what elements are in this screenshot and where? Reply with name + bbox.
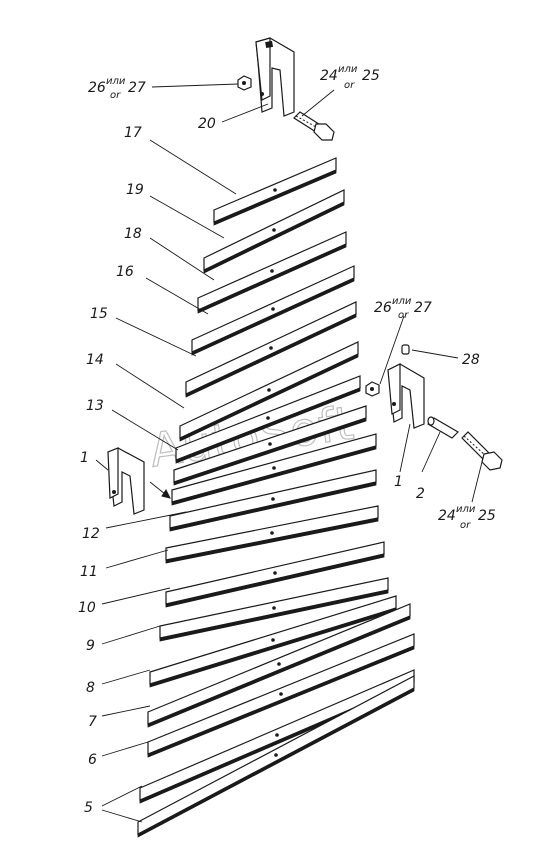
- leaf-6-center-hole: [279, 692, 283, 696]
- leaf-11-center-hole: [270, 531, 274, 535]
- label-1-right: 1: [394, 474, 403, 490]
- compound-label-bottom: 24 или or 25: [438, 504, 496, 531]
- leaf-7-center-hole: [277, 662, 281, 666]
- pin-28: [401, 344, 410, 355]
- label-9: 9: [86, 638, 95, 654]
- leaf-16-center-hole: [271, 307, 275, 311]
- leaf-12-edge: [169, 481, 377, 532]
- label-1-left: 1: [80, 450, 89, 466]
- leaf-18-edge: [197, 243, 347, 314]
- label-10: 10: [78, 600, 96, 616]
- leaf-15-edge: [185, 313, 357, 398]
- label-20: 20: [198, 116, 216, 132]
- leaf-19-center-hole: [272, 228, 276, 232]
- leaf-9-center-hole: [272, 606, 276, 610]
- leaf-12-center-hole: [271, 497, 275, 501]
- leaf-15-center-hole: [269, 346, 273, 350]
- label-15: 15: [90, 306, 108, 322]
- leaf-18-center-hole: [270, 269, 274, 273]
- leaf-14b-center-hole: [266, 416, 270, 420]
- nut-mid: [365, 381, 380, 397]
- sleeve: [427, 416, 459, 439]
- compound-label-mid: 26 или or 27: [374, 296, 432, 321]
- label-19: 19: [126, 182, 144, 198]
- leaf-13a-center-hole: [268, 442, 272, 446]
- compound-mid-ili: или: [392, 296, 412, 307]
- label-16: 16: [116, 264, 134, 280]
- label-28: 28: [462, 352, 480, 368]
- label-12: 12: [82, 526, 100, 542]
- compound-bottom-b: 25: [478, 508, 496, 524]
- compound-label-top-right: 24 или or 25: [320, 64, 380, 91]
- leaf-14a-center-hole: [267, 388, 271, 392]
- label-14: 14: [86, 352, 104, 368]
- compound-top-left-or: or: [110, 90, 121, 101]
- leaf-5b-center-hole: [274, 753, 278, 757]
- compound-mid-b: 27: [414, 300, 432, 316]
- leaf-17-center-hole: [273, 188, 277, 192]
- compound-top-left-a: 26: [88, 80, 106, 96]
- compound-mid-or: or: [398, 310, 409, 321]
- compound-top-right-b: 25: [362, 68, 380, 84]
- leaf-10-center-hole: [273, 571, 277, 575]
- label-11: 11: [80, 564, 98, 580]
- leaf-14b-edge: [175, 387, 361, 464]
- compound-top-right-a: 24: [320, 68, 338, 84]
- label-7: 7: [88, 714, 97, 730]
- nut-top: [237, 75, 252, 91]
- leaf-6-edge: [147, 645, 415, 758]
- leader-lines: [95, 83, 483, 823]
- compound-bottom-or: or: [460, 520, 471, 531]
- leaf-13b-edge: [171, 445, 377, 506]
- clamp-bracket-top: [255, 37, 295, 117]
- bolt-top: [293, 111, 335, 141]
- compound-top-left-ili: или: [106, 76, 126, 87]
- compound-top-right-ili: или: [338, 64, 358, 75]
- leaf-17-edge: [213, 169, 337, 226]
- leaf-8-center-hole: [271, 638, 275, 642]
- watermark: AutoSoft: [147, 395, 358, 477]
- leaf-11-edge: [165, 517, 379, 564]
- leaf-9-edge: [159, 589, 389, 642]
- label-8: 8: [86, 680, 95, 696]
- part-number-labels: 17 19 18 16 15 14 13 1 12 11 10 9 8 7 6 …: [78, 116, 480, 816]
- leaf-14a-edge: [179, 353, 359, 442]
- compound-label-top-left: 26 или or 27: [88, 76, 146, 101]
- label-17: 17: [124, 125, 142, 141]
- leaf-13a-edge: [173, 417, 367, 486]
- leaf-7-edge: [147, 615, 411, 728]
- compound-top-left-b: 27: [128, 80, 146, 96]
- label-2: 2: [416, 486, 425, 502]
- leaf-5b-edge: [137, 687, 415, 838]
- leaf-13b-center-hole: [272, 466, 276, 470]
- leaf-19-edge: [203, 201, 345, 274]
- leaf-spring-stack: [137, 157, 415, 838]
- compound-top-right-or: or: [344, 80, 355, 91]
- compound-bottom-a: 24: [438, 508, 456, 524]
- label-18: 18: [124, 226, 142, 242]
- compound-mid-a: 26: [374, 300, 392, 316]
- leaf-10-edge: [165, 553, 385, 608]
- label-13: 13: [86, 398, 104, 414]
- clamp-bracket-right: [387, 363, 425, 429]
- bolt-right: [461, 431, 503, 471]
- clamp-bracket-left: [107, 447, 145, 515]
- arrow-left-clamp: [149, 481, 171, 499]
- label-5: 5: [84, 800, 93, 816]
- label-6: 6: [88, 752, 97, 768]
- leaf-5a-center-hole: [275, 733, 279, 737]
- compound-bottom-ili: или: [456, 504, 476, 515]
